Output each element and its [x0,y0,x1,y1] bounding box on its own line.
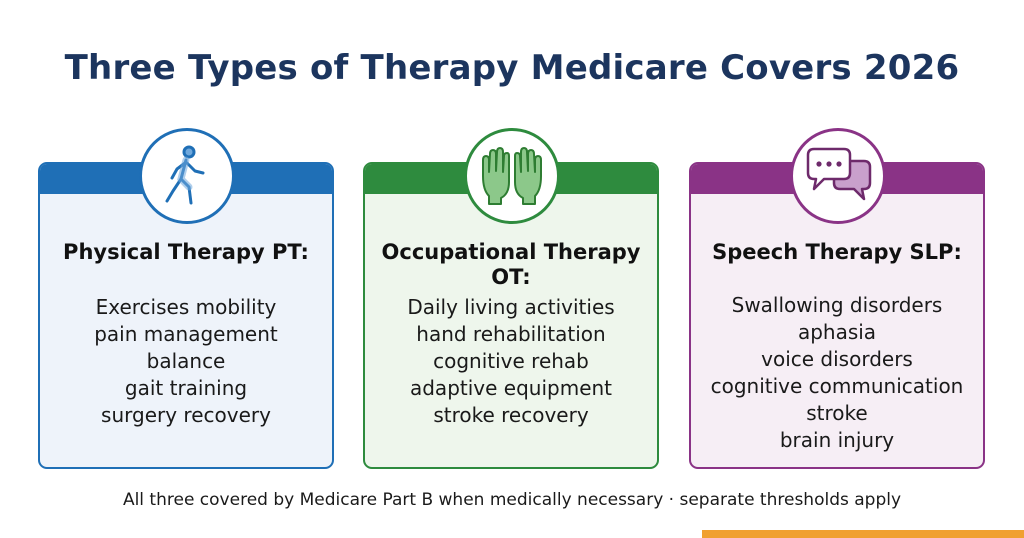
footnote: All three covered by Medicare Part B whe… [122,490,902,510]
speech-bubbles-icon [790,128,886,224]
card-item-list: Daily living activities hand rehabilitat… [371,294,651,429]
list-item: Exercises mobility [95,295,277,319]
list-item: stroke recovery [433,403,589,427]
list-item: adaptive equipment [409,376,613,400]
walking-person-icon [139,128,235,224]
list-item: brain injury [779,428,895,452]
list-item: cognitive communication [710,374,964,398]
list-item: stroke [806,401,868,425]
list-item: balance [146,349,226,373]
accent-bar [702,530,1024,538]
list-item: cognitive rehab [433,349,589,373]
list-item: gait training [124,376,248,400]
card-heading: Speech Therapy SLP: [712,240,962,264]
list-item: surgery recovery [101,403,271,427]
list-item: aphasia [797,320,877,344]
card-item-list: Swallowing disorders aphasia voice disor… [697,292,977,454]
card-heading: Occupational Therapy OT: [381,240,641,289]
list-item: Swallowing disorders [731,293,943,317]
list-item: Daily living activities [407,295,615,319]
card-heading: Physical Therapy PT: [63,240,309,264]
hands-icon [464,128,560,224]
list-item: pain management [94,322,278,346]
card-item-list: Exercises mobility pain management balan… [46,294,326,429]
list-item: hand rehabilitation [416,322,606,346]
list-item: voice disorders [761,347,913,371]
page-title: Three Types of Therapy Medicare Covers 2… [64,48,960,88]
